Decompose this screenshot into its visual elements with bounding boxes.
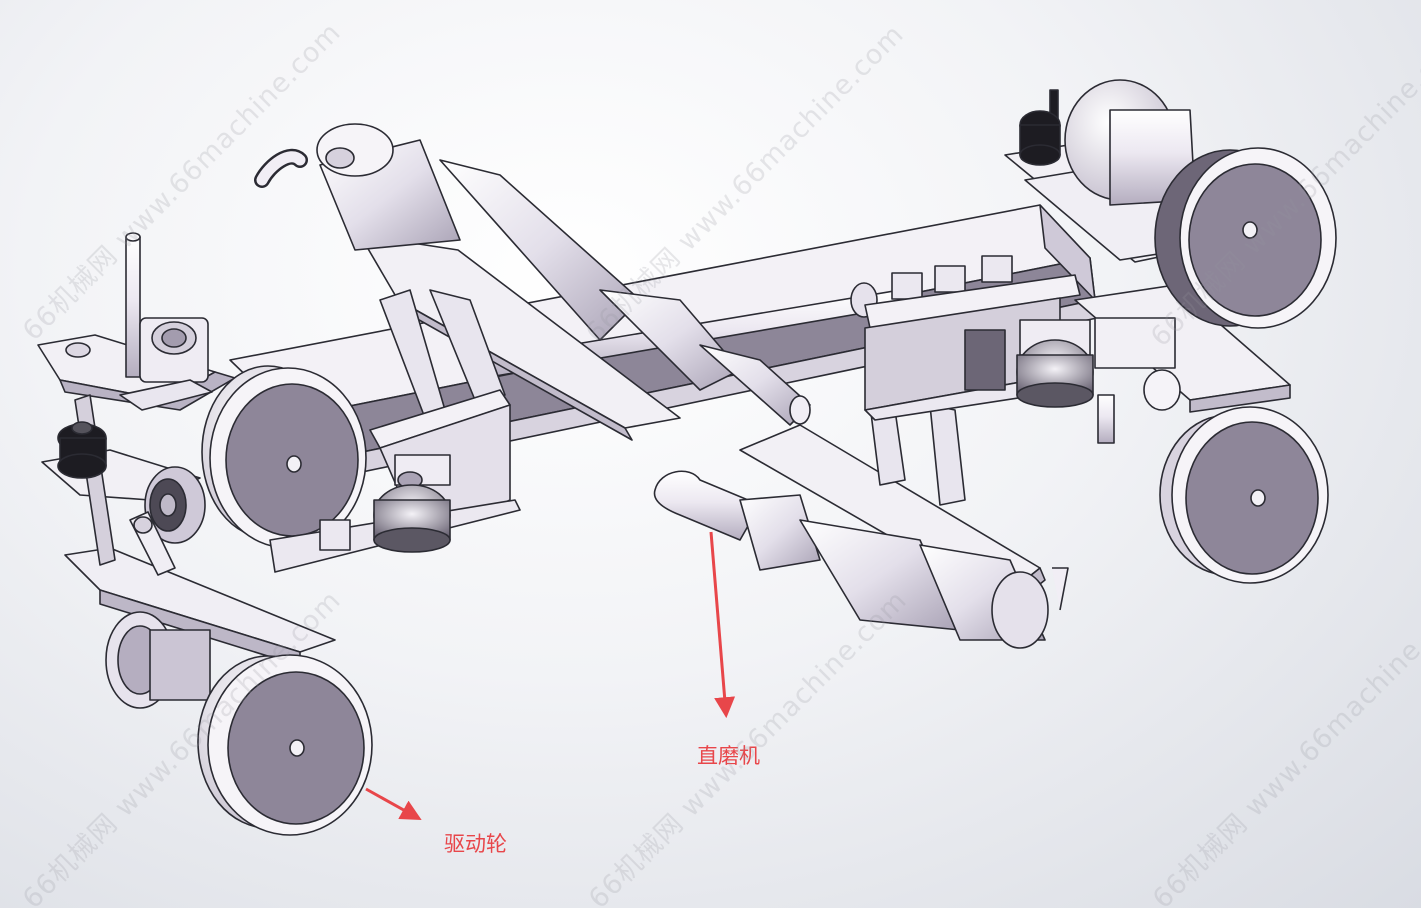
right-guide-roller: [964, 317, 1176, 444]
grinder-label: 直磨机: [697, 744, 760, 768]
left-guide-pin: [125, 232, 141, 378]
drive-wheel-left-lower: [197, 654, 373, 836]
left-clamp-knob: [57, 421, 107, 479]
wheel-callout-arrow: [365, 787, 422, 821]
drive-wheel-label: 驱动轮: [444, 832, 507, 856]
straight-grinder-lower: [653, 470, 1069, 649]
drive-wheel-left-upper: [201, 365, 367, 549]
drive-wheel-right-upper: [1064, 79, 1337, 329]
straight-grinder-upper: [254, 123, 811, 426]
drive-wheel-right-lower: [1159, 406, 1329, 584]
left-guide-roller: [319, 454, 451, 553]
left-lower-roller: [105, 611, 211, 709]
left-track-roller: [144, 466, 206, 544]
grinder-mount-upper: [359, 234, 681, 441]
right-clamp-knob: [1019, 89, 1061, 166]
hinge-clip: [129, 511, 176, 576]
left-bearing-housing: [119, 317, 213, 411]
grinder-callout-arrow: [709, 531, 736, 719]
